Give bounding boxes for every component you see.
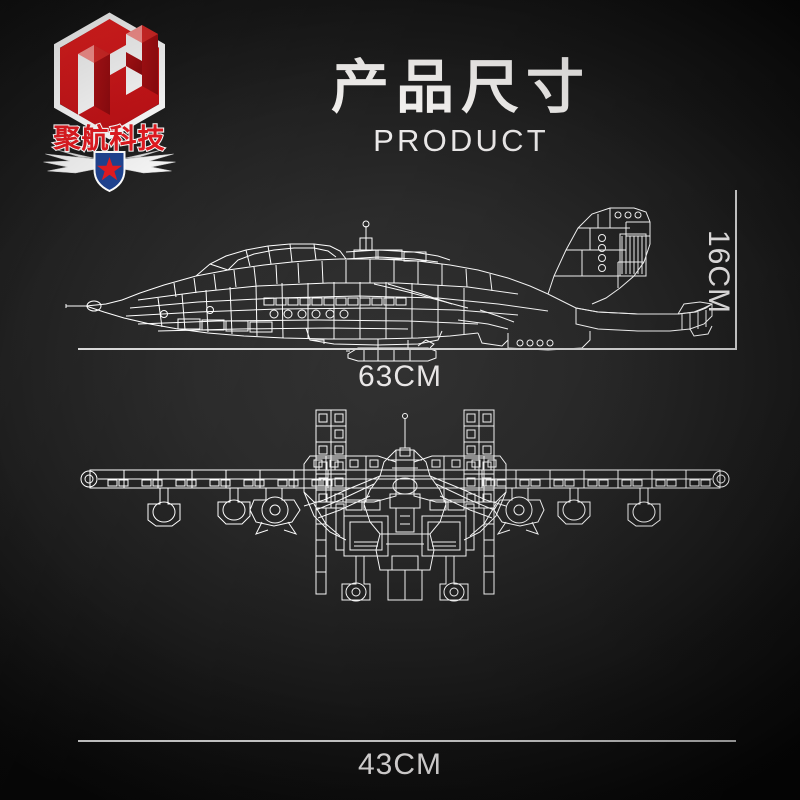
dimension-line-width xyxy=(78,740,736,742)
dimension-label-height: 16CM xyxy=(702,230,735,315)
aircraft-side-view xyxy=(65,188,728,362)
winged-shield-icon xyxy=(43,149,176,193)
logo-artwork xyxy=(43,12,176,193)
aircraft-front-view xyxy=(78,404,732,654)
fighter-jet-side-outline-icon xyxy=(65,207,713,362)
page-title: 产品尺寸 xyxy=(330,53,591,121)
fighter-jet-front-outline-icon xyxy=(80,409,730,602)
brand-logo: 聚航科技 聚航科技 xyxy=(22,8,197,193)
dimension-label-width: 43CM xyxy=(357,748,443,781)
hexagon-monogram-icon xyxy=(54,12,165,140)
dimension-line-length xyxy=(78,348,736,350)
dimension-line-height xyxy=(735,190,737,350)
page-title-block: 产品尺寸 PRODUCT xyxy=(296,56,626,159)
dimension-label-length: 63CM xyxy=(357,360,443,393)
page-subtitle: PRODUCT xyxy=(373,122,549,158)
brand-name: 聚航科技 xyxy=(53,124,166,155)
